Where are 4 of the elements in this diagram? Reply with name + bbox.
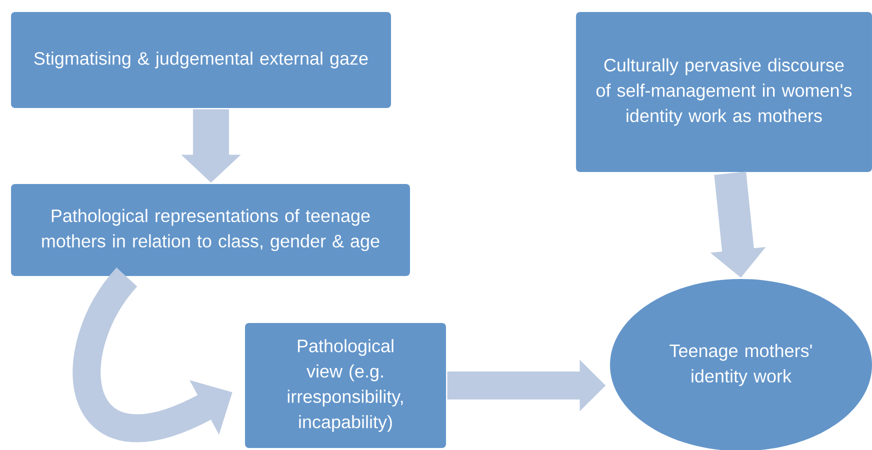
process-box: Pathological representations of teenage mothers in relation to class, gender & age <box>11 184 410 276</box>
process-box: Stigmatising & judgemental external gaze <box>11 12 391 108</box>
process-box: Pathological view (e.g. irresponsibility, incapability) <box>245 323 446 448</box>
process-box: Culturally pervasive discourse of self-management in women's identity work as mothers <box>576 12 872 172</box>
